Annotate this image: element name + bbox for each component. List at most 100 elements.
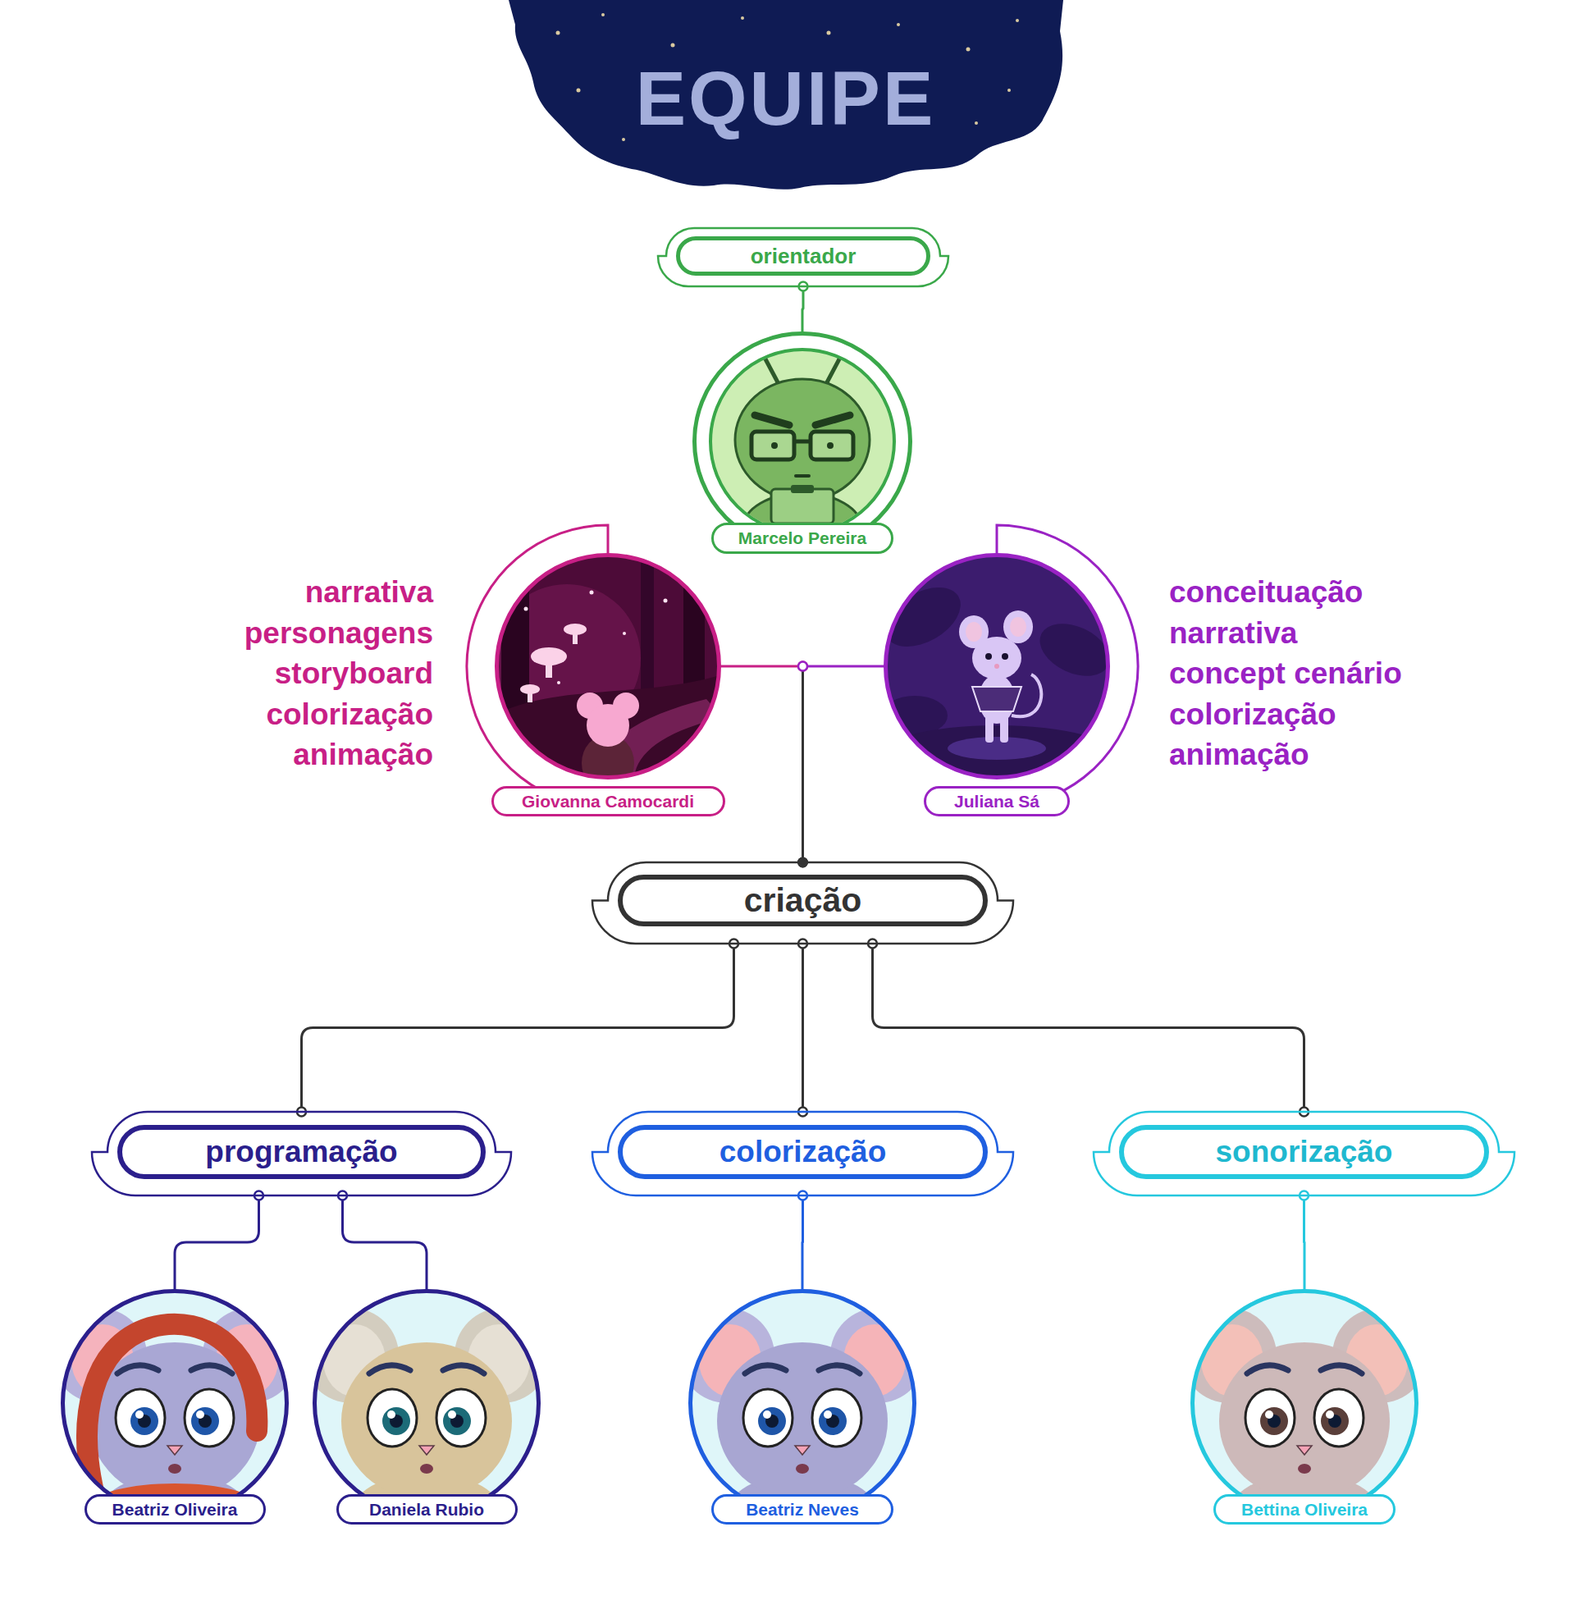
name-tag: Beatriz Oliveira bbox=[84, 1493, 266, 1525]
mouse-portrait-part bbox=[51, 1288, 298, 1563]
advisor-portrait-part-part bbox=[771, 488, 834, 524]
person-name: Daniela Rubio bbox=[369, 1499, 485, 1519]
night-sky-blob-part bbox=[1015, 18, 1019, 23]
pill-box: orientador bbox=[676, 236, 931, 276]
connector bbox=[798, 939, 808, 1117]
person-circle: Beatriz Neves bbox=[688, 1288, 917, 1517]
person-circle: Daniela Rubio bbox=[312, 1288, 541, 1517]
night-sky-blob-part bbox=[826, 31, 832, 36]
connector bbox=[721, 662, 809, 868]
role-text: animação bbox=[244, 734, 434, 776]
circle-ring bbox=[63, 1291, 288, 1516]
circle-ring bbox=[497, 555, 720, 778]
bracket-outline-path bbox=[592, 1111, 1014, 1196]
night-sky-blob bbox=[508, 0, 1064, 190]
mouse-portrait-part-part bbox=[1181, 1307, 1428, 1563]
circle-outline bbox=[494, 552, 722, 780]
advisor-portrait-part bbox=[735, 354, 870, 562]
role-text: personagens bbox=[244, 612, 434, 654]
mouse-portrait-part bbox=[1181, 1288, 1428, 1563]
title: EQUIPE bbox=[510, 57, 1061, 141]
cave-scene bbox=[873, 551, 1120, 791]
forest-scene-part-part bbox=[563, 623, 587, 635]
person-circle: Beatriz Oliveira bbox=[60, 1288, 289, 1517]
forest-scene-part-part bbox=[530, 647, 567, 666]
advisor-portrait-part-part bbox=[795, 474, 809, 478]
person-name: Juliana Sá bbox=[954, 791, 1040, 811]
advisor-portrait-part-part bbox=[771, 442, 778, 449]
night-sky-blob-part bbox=[508, 0, 1064, 190]
person-name: Marcelo Pereira bbox=[738, 528, 867, 548]
bracket-outline-path bbox=[1093, 1111, 1515, 1196]
junction-dot bbox=[798, 662, 808, 672]
forest-scene-part-part bbox=[663, 598, 668, 603]
junction-dot bbox=[798, 662, 808, 672]
forest-scene-part-part bbox=[524, 607, 529, 612]
mouse-portrait-part-part bbox=[679, 1307, 926, 1563]
role-text: conceituação bbox=[1169, 571, 1403, 613]
connector bbox=[799, 282, 809, 333]
connector bbox=[174, 1191, 264, 1290]
connector-line bbox=[1302, 1195, 1307, 1289]
name-tag: Bettina Oliveira bbox=[1213, 1493, 1396, 1525]
name-tag: Juliana Sá bbox=[923, 785, 1070, 817]
forest-scene-part-part bbox=[493, 551, 723, 782]
role-text: concept cenário bbox=[1169, 653, 1403, 695]
box-label: criação bbox=[744, 881, 863, 919]
mouse-portrait bbox=[51, 1288, 298, 1563]
group-box: sonorização bbox=[1093, 1111, 1515, 1196]
person-circle: Marcelo Pereira bbox=[692, 331, 913, 552]
mouse-portrait-part-part bbox=[51, 1307, 298, 1563]
night-sky-blob-part bbox=[601, 13, 605, 17]
connector bbox=[798, 1191, 808, 1290]
connector-line bbox=[872, 943, 1305, 1112]
cave-scene-part-part bbox=[972, 686, 1022, 712]
forest-scene-part bbox=[493, 551, 723, 792]
advisor-portrait-part bbox=[710, 349, 895, 534]
circle-ring bbox=[694, 333, 911, 550]
forest-scene-part-part bbox=[622, 631, 626, 635]
person-name: Giovanna Camocardi bbox=[521, 791, 695, 811]
night-sky-blob-part bbox=[966, 47, 971, 52]
night-sky-blob-part bbox=[974, 121, 978, 125]
circle-outline bbox=[312, 1288, 541, 1517]
box-label: colorização bbox=[719, 1135, 887, 1170]
advisor-portrait-part-part bbox=[751, 431, 795, 460]
cave-scene-part-part bbox=[1009, 616, 1027, 637]
pill-box: programação bbox=[117, 1124, 486, 1179]
role-text: narrativa bbox=[1169, 612, 1403, 654]
night-sky-blob-part bbox=[556, 31, 561, 36]
cave-scene-part-part bbox=[1003, 610, 1033, 644]
cave-scene-part-part bbox=[947, 736, 1047, 760]
pill-box: criação bbox=[617, 874, 988, 927]
night-sky-blob-part bbox=[621, 137, 626, 142]
night-sky-blob-part bbox=[1007, 88, 1011, 92]
group-box: criação bbox=[592, 862, 1014, 944]
circle-outline bbox=[1190, 1288, 1419, 1517]
advisor-portrait bbox=[710, 349, 895, 562]
person-name: Beatriz Oliveira bbox=[112, 1499, 238, 1519]
box-label: sonorização bbox=[1215, 1135, 1394, 1170]
role-text: colorização bbox=[244, 694, 434, 736]
mouse-portrait bbox=[1181, 1288, 1428, 1563]
connector-line bbox=[801, 1195, 805, 1289]
connector-line bbox=[803, 665, 885, 668]
role-list: conceituaçãonarrativaconcept cenáriocolo… bbox=[1169, 571, 1403, 776]
connector-line bbox=[301, 943, 735, 1112]
advisor-portrait-part-part bbox=[790, 484, 814, 494]
connector-line bbox=[801, 666, 804, 863]
advisor-portrait-part-part bbox=[826, 442, 834, 449]
group-box: programação bbox=[91, 1111, 512, 1196]
bracket-outline-path bbox=[91, 1111, 512, 1196]
advisor-portrait-part-part bbox=[794, 439, 811, 444]
circle-outline bbox=[883, 552, 1111, 780]
cave-scene-part-part bbox=[965, 621, 983, 642]
advisor-portrait-part-part bbox=[754, 415, 790, 425]
connector-line bbox=[174, 1195, 260, 1289]
connector bbox=[296, 939, 739, 1117]
connector-line bbox=[802, 286, 804, 332]
forest-scene-part-part bbox=[520, 684, 540, 695]
forest-scene bbox=[493, 551, 723, 792]
circle-outline bbox=[688, 1288, 917, 1517]
name-tag: Giovanna Camocardi bbox=[491, 785, 726, 817]
